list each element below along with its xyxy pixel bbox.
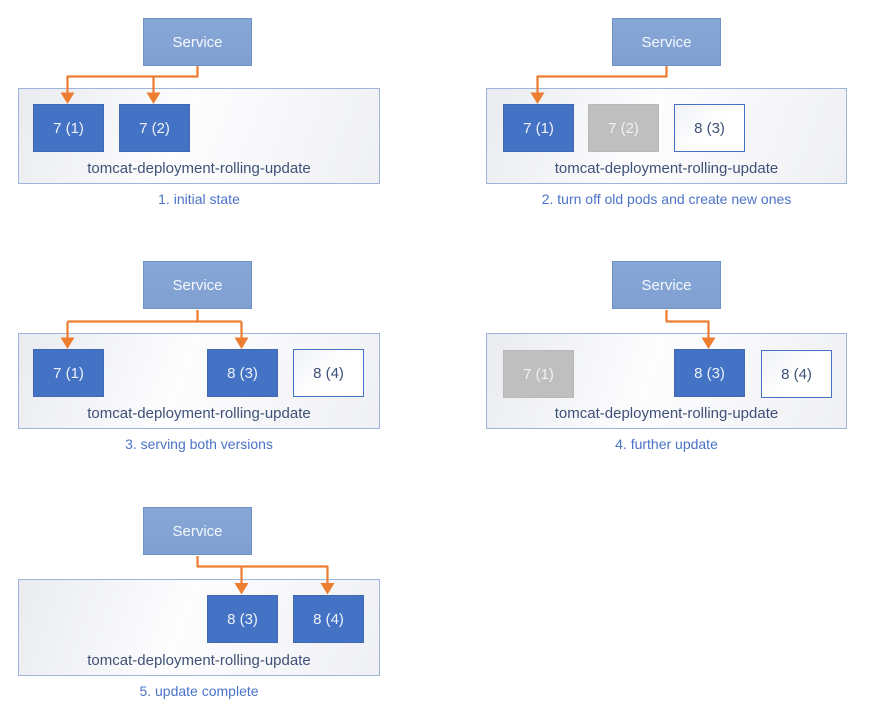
panel-caption: 1. initial state [158, 191, 240, 207]
service-label: Service [641, 276, 692, 294]
deployment-label: tomcat-deployment-rolling-update [554, 160, 779, 177]
pod-label: 8 (3) [227, 610, 258, 628]
service-label: Service [641, 33, 692, 51]
pod-label: 7 (1) [523, 119, 554, 137]
pod-label: 7 (2) [608, 119, 639, 137]
service-label: Service [172, 276, 223, 294]
pod-8-3: 8 (3) [207, 595, 278, 643]
deployment-box: 7 (1) 8 (3) 8 (4) tomcat-deployment-roll… [18, 333, 380, 429]
pod-8-3: 8 (3) [674, 104, 745, 152]
pod-label: 8 (3) [694, 119, 725, 137]
deployment-box: 8 (3) 8 (4) tomcat-deployment-rolling-up… [18, 579, 380, 676]
service-label: Service [172, 522, 223, 540]
service-box: Service [612, 18, 721, 66]
deployment-label: tomcat-deployment-rolling-update [87, 405, 311, 422]
deployment-label: tomcat-deployment-rolling-update [554, 405, 779, 422]
panel-caption: 3. serving both versions [125, 436, 273, 452]
service-box: Service [143, 507, 252, 555]
pod-label: 7 (2) [139, 119, 170, 137]
pod-label: 7 (1) [523, 365, 554, 383]
pod-label: 8 (4) [781, 365, 812, 383]
pod-8-4: 8 (4) [293, 595, 364, 643]
pod-7-1: 7 (1) [503, 104, 574, 152]
deployment-box: 7 (1) 7 (2) 8 (3) tomcat-deployment-roll… [486, 88, 847, 184]
pod-label: 8 (3) [694, 364, 725, 382]
pod-label: 8 (3) [227, 364, 258, 382]
deployment-box: 7 (1) 7 (2) tomcat-deployment-rolling-up… [18, 88, 380, 184]
service-box: Service [612, 261, 721, 309]
pod-8-3: 8 (3) [207, 349, 278, 397]
deployment-label: tomcat-deployment-rolling-update [87, 652, 311, 669]
pod-label: 7 (1) [53, 119, 84, 137]
pod-label: 7 (1) [53, 364, 84, 382]
panel-caption: 5. update complete [139, 683, 259, 699]
service-box: Service [143, 261, 252, 309]
panel-caption: 2. turn off old pods and create new ones [541, 191, 792, 207]
panel-caption: 4. further update [615, 436, 718, 452]
service-label: Service [172, 33, 223, 51]
pod-label: 8 (4) [313, 610, 344, 628]
service-box: Service [143, 18, 252, 66]
pod-label: 8 (4) [313, 364, 344, 382]
pod-7-1: 7 (1) [503, 350, 574, 398]
pod-8-4: 8 (4) [293, 349, 364, 397]
pod-7-2: 7 (2) [119, 104, 190, 152]
pod-7-2: 7 (2) [588, 104, 659, 152]
pod-7-1: 7 (1) [33, 349, 104, 397]
pod-8-3: 8 (3) [674, 349, 745, 397]
deployment-label: tomcat-deployment-rolling-update [87, 160, 311, 177]
pod-7-1: 7 (1) [33, 104, 104, 152]
pod-8-4: 8 (4) [761, 350, 832, 398]
deployment-box: 7 (1) 8 (3) 8 (4) tomcat-deployment-roll… [486, 333, 847, 429]
